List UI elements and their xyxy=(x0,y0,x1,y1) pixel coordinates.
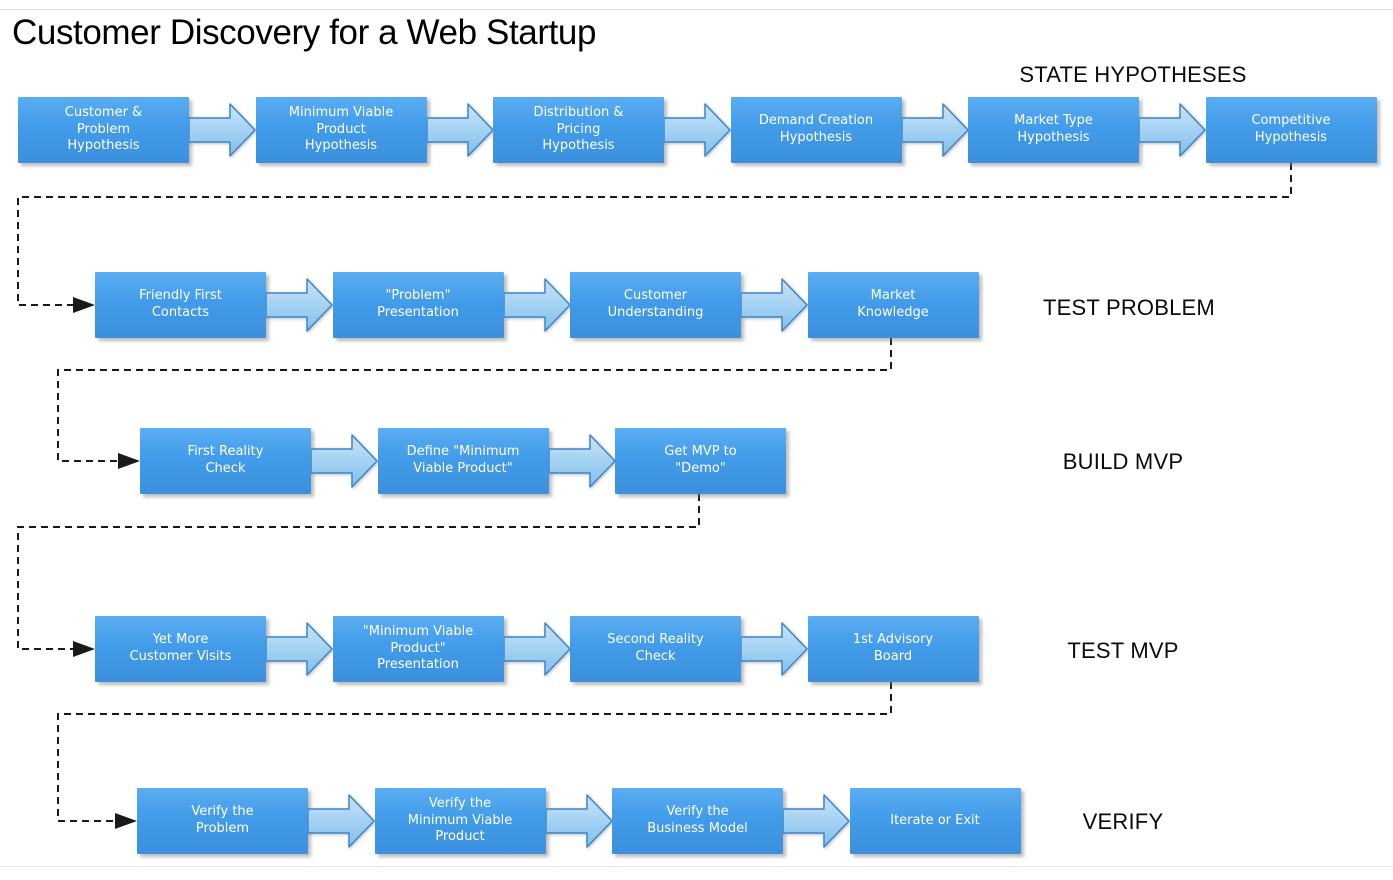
flow-arrow-right-icon xyxy=(783,794,850,848)
flow-arrow-right-icon xyxy=(741,278,808,332)
flow-arrow-right-icon xyxy=(503,622,571,676)
flow-arrow-right-icon xyxy=(664,103,731,157)
flow-box-define-minimum-viable-product: Define "Minimum Viable Product" xyxy=(377,428,549,494)
connector-arrowhead-icon xyxy=(115,813,137,829)
section-label-test-mvp: TEST MVP xyxy=(1067,638,1179,663)
flow-arrow-right-icon xyxy=(503,278,571,332)
flow-arrow-right-icon xyxy=(1139,103,1206,157)
section-label-verify: VERIFY xyxy=(1082,809,1164,834)
flow-arrow-right-icon xyxy=(741,622,808,676)
flow-box-competitive-hypothesis: Competitive Hypothesis xyxy=(1205,97,1377,163)
flow-box-demand-creation-hypothesis: Demand Creation Hypothesis xyxy=(730,97,902,163)
flow-box-iterate-or-exit: Iterate or Exit xyxy=(849,788,1021,854)
flow-arrow-right-icon xyxy=(311,434,378,488)
flow-box-friendly-first-contacts: Friendly First Contacts xyxy=(95,272,266,338)
flow-box-market-knowledge: Market Knowledge xyxy=(807,272,979,338)
bottom-border-line xyxy=(0,866,1393,867)
flow-arrow-right-icon xyxy=(266,622,333,676)
flow-arrow-right-icon xyxy=(189,103,256,157)
flow-arrow-right-icon xyxy=(308,794,375,848)
section-label-state-hypotheses: STATE HYPOTHESES xyxy=(1019,62,1247,87)
flow-arrow-right-icon xyxy=(548,434,616,488)
flow-box-verify-the-minimum-viable-product: Verify the Minimum Viable Product xyxy=(374,788,546,854)
section-label-build-mvp: BUILD MVP xyxy=(1062,449,1184,474)
flow-box-problem-presentation: "Problem" Presentation xyxy=(332,272,504,338)
connector-arrowhead-icon xyxy=(73,641,95,657)
page-title: Customer Discovery for a Web Startup xyxy=(12,13,597,52)
flow-box-get-mvp-to-demo: Get MVP to "Demo" xyxy=(615,428,786,494)
connector-arrowhead-icon xyxy=(118,453,140,469)
flow-box-market-type-hypothesis: Market Type Hypothesis xyxy=(968,97,1139,163)
flow-box-verify-the-problem: Verify the Problem xyxy=(137,788,308,854)
flow-box-first-reality-check: First Reality Check xyxy=(140,428,311,494)
flow-arrow-right-icon xyxy=(545,794,613,848)
flow-arrow-right-icon xyxy=(426,103,494,157)
flow-box-customer-problem-hypothesis: Customer & Problem Hypothesis xyxy=(18,97,189,163)
flow-arrow-right-icon xyxy=(266,278,333,332)
flow-box-verify-the-business-model: Verify the Business Model xyxy=(612,788,783,854)
flow-box-distribution-pricing-hypothesis: Distribution & Pricing Hypothesis xyxy=(493,97,664,163)
flow-box-minimum-viable-product-presentation: "Minimum Viable Product" Presentation xyxy=(332,616,504,682)
flow-box-1st-advisory-board: 1st Advisory Board xyxy=(807,616,979,682)
section-label-test-problem: TEST PROBLEM xyxy=(1043,295,1215,320)
flow-box-customer-understanding: Customer Understanding xyxy=(570,272,741,338)
flow-box-minimum-viable-product-hypothesis: Minimum Viable Product Hypothesis xyxy=(255,97,427,163)
flow-arrow-right-icon xyxy=(901,103,969,157)
flow-box-yet-more-customer-visits: Yet More Customer Visits xyxy=(95,616,266,682)
flow-box-second-reality-check: Second Reality Check xyxy=(570,616,741,682)
top-border-line xyxy=(0,9,1393,10)
connector-arrowhead-icon xyxy=(73,297,95,313)
